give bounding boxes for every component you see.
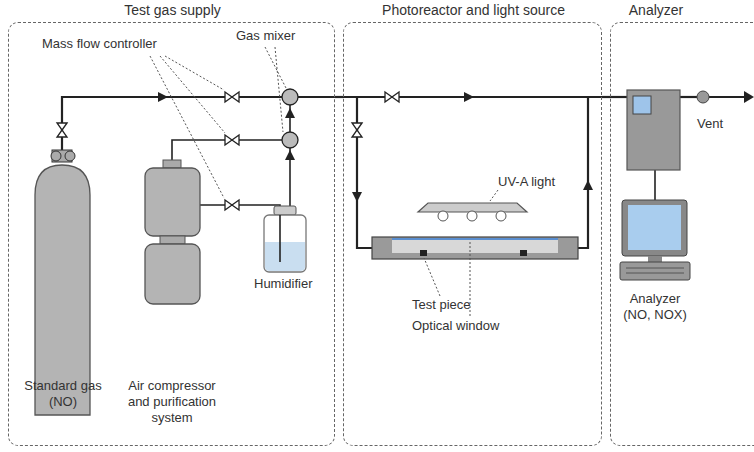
section-heading: Analyzer xyxy=(611,2,701,18)
component-label: Standard gas (NO) xyxy=(18,378,108,410)
dashed-section-panel: Analyzer xyxy=(610,22,754,446)
component-label: Test piece xyxy=(412,297,502,313)
component-label: Optical window xyxy=(412,318,522,334)
component-label: Humidifier xyxy=(254,276,334,292)
section-heading: Photoreactor and light source xyxy=(344,2,603,18)
component-label: Gas mixer xyxy=(236,28,316,44)
gas-line xyxy=(602,97,610,98)
component-label: Mass flow controller xyxy=(42,36,182,52)
component-label: Air compressor and purification system xyxy=(122,378,222,426)
dashed-section-panel: Photoreactor and light source xyxy=(343,22,602,446)
component-label: Analyzer (NO, NOX) xyxy=(620,291,690,323)
component-label: UV-A light xyxy=(498,174,588,190)
section-heading: Test gas supply xyxy=(9,2,336,18)
gas-line xyxy=(335,97,343,98)
component-label: Vent xyxy=(697,116,747,132)
